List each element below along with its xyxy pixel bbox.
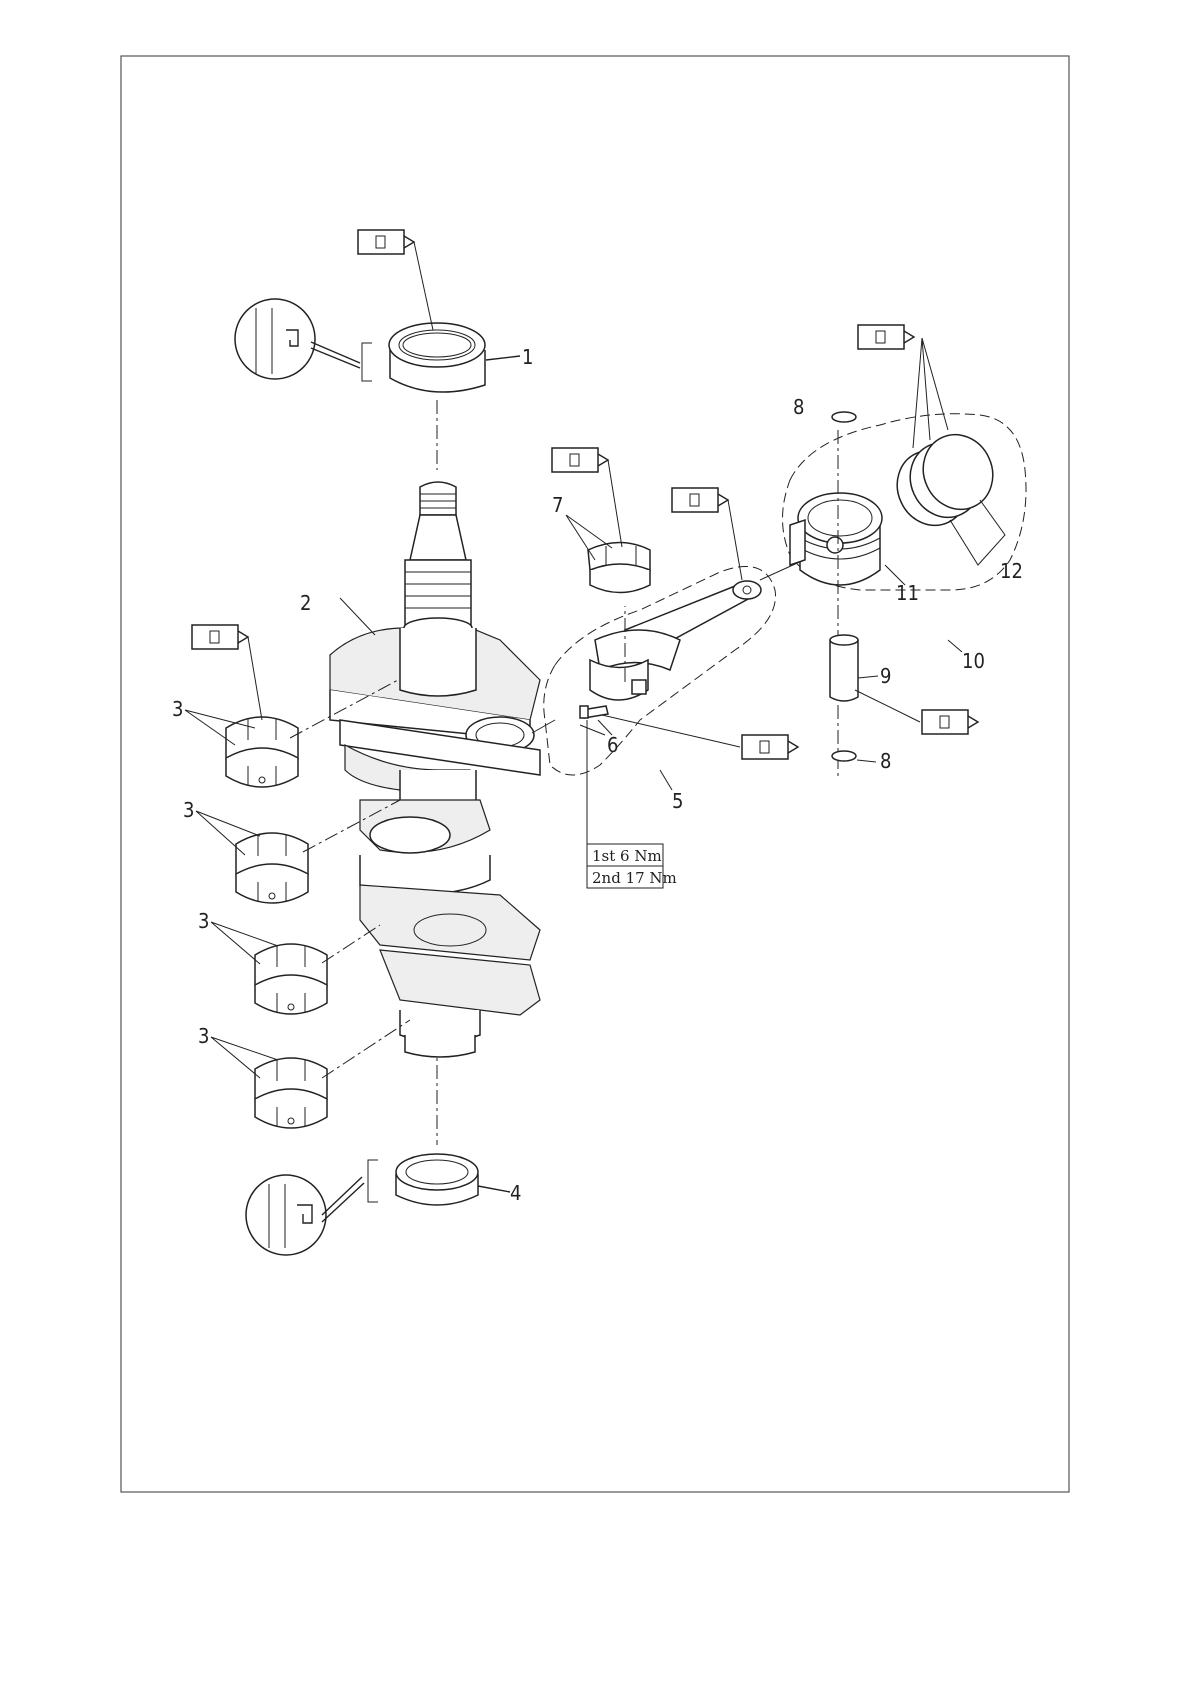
callout-10: 10 (962, 649, 985, 673)
callout-9: 9 (880, 664, 891, 688)
oil-seal-bottom (396, 1154, 478, 1205)
callout-6: 6 (607, 733, 618, 757)
callout-3b: 3 (183, 798, 194, 822)
main-bearing-shell-4 (255, 1058, 327, 1128)
callout-2: 2 (300, 591, 311, 615)
torque-table: 1st 6 Nm 2nd 17 Nm (587, 844, 677, 888)
callout-3c: 3 (198, 909, 209, 933)
oil-can-icon (742, 735, 798, 759)
connecting-rod-cap (590, 660, 648, 700)
callout-12: 12 (1000, 559, 1023, 583)
torque-first: 1st 6 Nm (592, 847, 662, 865)
callout-1: 1 (522, 345, 533, 369)
oil-seal-top (389, 323, 485, 392)
oil-can-icon (358, 230, 414, 254)
oil-can-icon (192, 625, 248, 649)
callout-8b: 8 (880, 749, 891, 773)
piston-pin-clip-top (832, 412, 856, 422)
piston-pin (830, 635, 858, 701)
crankshaft (330, 482, 540, 1057)
oil-can-icon (552, 448, 608, 472)
callout-3d: 3 (198, 1024, 209, 1048)
oil-can-icon (858, 325, 914, 349)
connecting-rod (595, 581, 761, 670)
torque-second: 2nd 17 Nm (592, 869, 677, 887)
oil-can-icon (672, 488, 728, 512)
callout-7: 7 (552, 493, 563, 517)
callout-11: 11 (896, 581, 919, 605)
piston (790, 493, 882, 585)
callout-5: 5 (672, 789, 683, 813)
main-bearing-shell-3 (255, 944, 327, 1014)
conrod-bearing (588, 543, 650, 593)
callout-8a: 8 (793, 395, 804, 419)
callout-3a: 3 (172, 697, 183, 721)
main-bearing-shell-2 (236, 833, 308, 903)
callout-4: 4 (510, 1181, 521, 1205)
piston-rings (885, 423, 1005, 537)
conrod-bolt (580, 706, 608, 718)
seal-detail-magnifier-icon (235, 299, 372, 381)
piston-pin-clip-bottom (832, 751, 856, 761)
seal-detail-magnifier-icon (246, 1160, 378, 1255)
main-bearing-shell-1 (226, 717, 298, 787)
oil-can-icon (922, 710, 978, 734)
